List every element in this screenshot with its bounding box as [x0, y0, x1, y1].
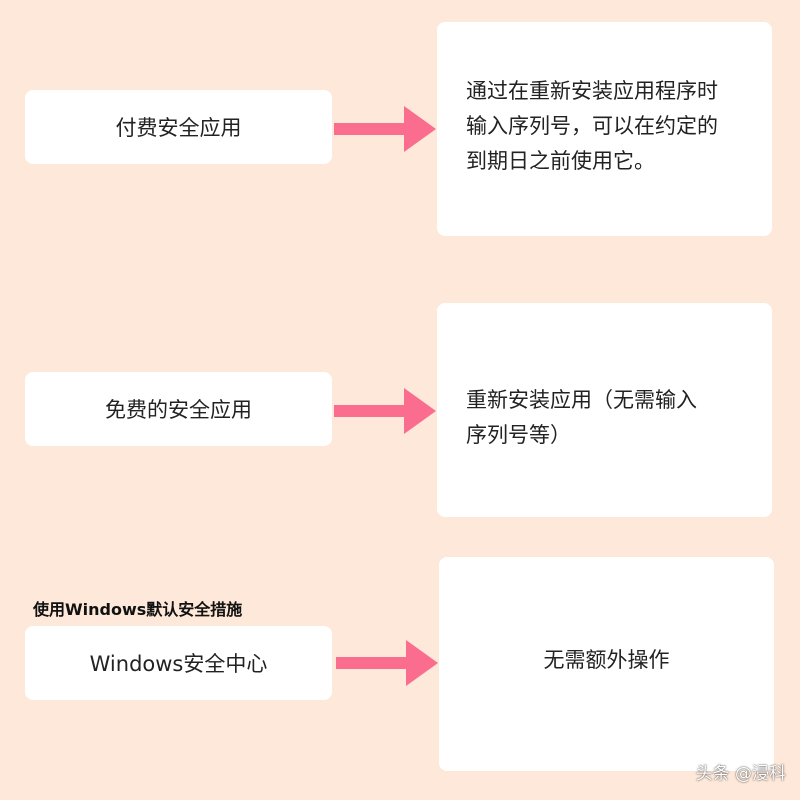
paid-security-app-label: 付费安全应用	[115, 116, 242, 140]
paid-security-app-detail-box: 通过在重新安装应用程序时 输入序列号，可以在约定的 到期日之前使用它。	[437, 22, 772, 236]
windows-security-center-label: Windows安全中心	[89, 652, 268, 676]
free-security-app-box: 免费的安全应用	[25, 372, 332, 446]
arrow-right-icon	[334, 388, 436, 434]
detail-line: 序列号等）	[466, 423, 571, 447]
detail-line: 无需额外操作	[543, 647, 670, 672]
arrow-right-icon	[334, 106, 436, 152]
watermark: 头条 @浸科	[695, 764, 786, 784]
detail-line: 重新安装应用（无需输入	[466, 388, 697, 412]
windows-security-center-detail-box: 无需额外操作	[439, 557, 774, 771]
arrow-right-icon	[336, 640, 438, 686]
detail-line: 到期日之前使用它。	[466, 149, 655, 173]
free-security-app-detail-box: 重新安装应用（无需输入 序列号等）	[437, 303, 772, 517]
free-security-app-label: 免费的安全应用	[105, 398, 252, 422]
paid-security-app-box: 付费安全应用	[25, 90, 332, 164]
detail-line: 通过在重新安装应用程序时	[466, 79, 718, 103]
windows-security-center-box: Windows安全中心	[25, 626, 332, 700]
detail-line: 输入序列号，可以在约定的	[466, 114, 718, 138]
windows-default-measures-caption: 使用Windows默认安全措施	[33, 600, 243, 619]
